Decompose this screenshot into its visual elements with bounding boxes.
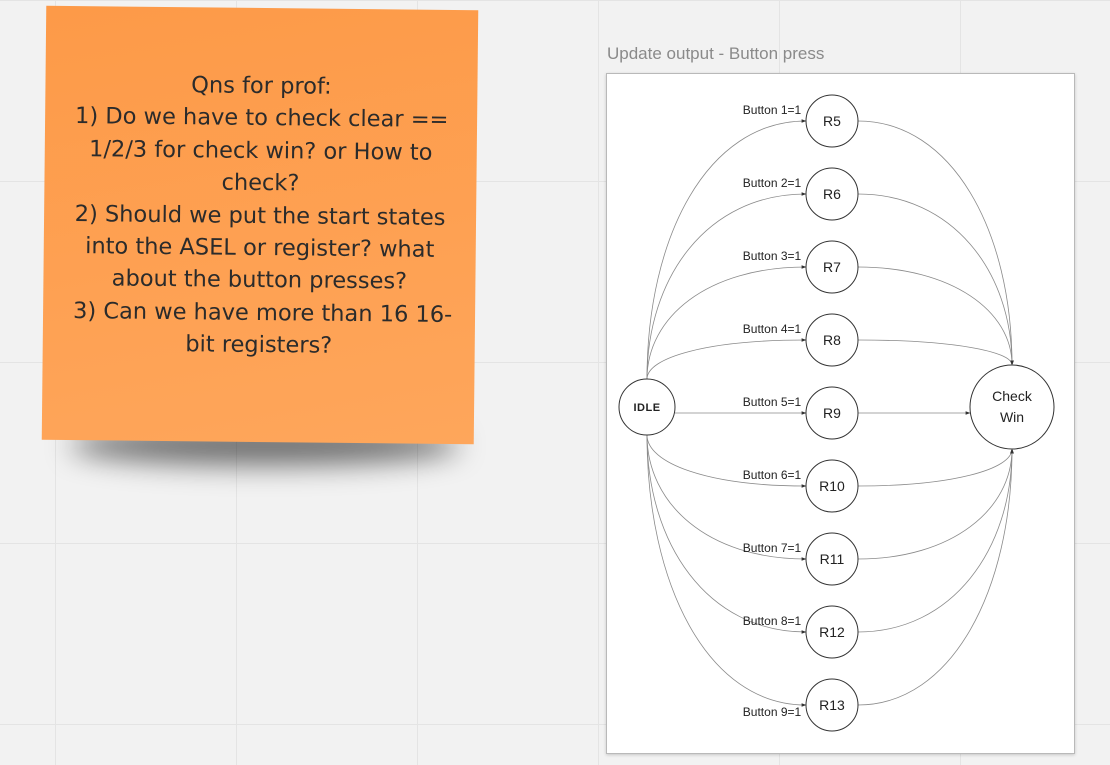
sticky-note-line: 1) Do we have to check clear == — [74, 103, 449, 134]
state-node[interactable] — [805, 167, 859, 221]
sticky-note-line: about the button presses? — [111, 265, 408, 295]
transition-edge[interactable] — [646, 119, 807, 380]
sticky-note-line: Qns for prof: — [191, 72, 332, 100]
transition-label: Button 9=1 — [743, 705, 802, 719]
transition-edge[interactable] — [646, 265, 807, 380]
transition-edge[interactable] — [646, 338, 807, 380]
transition-label: Button 6=1 — [743, 468, 802, 482]
state-label: R9 — [823, 405, 841, 421]
transition-edge[interactable] — [646, 434, 807, 488]
state-label: R12 — [819, 624, 845, 640]
state-node[interactable] — [805, 240, 859, 294]
check-win-state-label: Check — [992, 388, 1033, 404]
state-label: R10 — [819, 478, 845, 494]
idle-state-node[interactable] — [618, 378, 676, 436]
frame-title[interactable]: Update output - Button press — [607, 44, 825, 63]
win-edge[interactable] — [857, 448, 1014, 633]
state-node[interactable] — [805, 459, 859, 513]
state-node[interactable] — [805, 678, 859, 732]
state-node[interactable] — [805, 313, 859, 367]
sticky-note[interactable]: Qns for prof: 1) Do we have to check cle… — [41, 5, 479, 445]
sticky-note-line: bit registers? — [185, 331, 333, 360]
win-edge[interactable] — [857, 448, 1014, 487]
win-edge[interactable] — [857, 120, 1014, 366]
check-win-state-label: Win — [1000, 409, 1024, 425]
win-edge[interactable] — [857, 193, 1014, 366]
sticky-note-line: 2) Should we put the start states — [74, 200, 446, 231]
state-label: R7 — [823, 259, 841, 275]
transition-label: Button 8=1 — [743, 614, 802, 628]
state-label: R6 — [823, 186, 841, 202]
transition-edge[interactable] — [646, 434, 807, 561]
state-label: R5 — [823, 113, 841, 129]
state-node[interactable] — [805, 386, 859, 440]
sticky-note-line: 1/2/3 for check win? or How to — [88, 136, 433, 166]
win-edge[interactable] — [857, 266, 1014, 366]
sticky-note-line: check? — [221, 169, 300, 197]
transition-edge[interactable] — [646, 434, 807, 707]
win-edge[interactable] — [857, 448, 1014, 706]
transition-label: Button 7=1 — [743, 541, 802, 555]
transition-label: Button 4=1 — [743, 322, 802, 336]
idle-state-label: IDLE — [633, 402, 660, 414]
transition-label: Button 5=1 — [743, 395, 802, 409]
state-node[interactable] — [805, 94, 859, 148]
win-edge[interactable] — [857, 339, 1014, 366]
check-win-state-node[interactable] — [969, 364, 1055, 450]
transition-edge[interactable] — [646, 434, 807, 634]
transition-label: Button 3=1 — [743, 249, 802, 263]
state-label: R13 — [819, 697, 845, 713]
sticky-note-line: into the ASEL or register? what — [85, 233, 435, 263]
sticky-note-line: 3) Can we have more than 16 16- — [72, 297, 453, 328]
transition-label: Button 2=1 — [743, 176, 802, 190]
state-label: R11 — [820, 551, 845, 567]
state-label: R8 — [823, 332, 841, 348]
state-node[interactable] — [805, 532, 859, 586]
win-edge[interactable] — [857, 448, 1014, 560]
transition-edge[interactable] — [646, 192, 807, 380]
transition-label: Button 1=1 — [743, 103, 802, 117]
state-node[interactable] — [805, 605, 859, 659]
